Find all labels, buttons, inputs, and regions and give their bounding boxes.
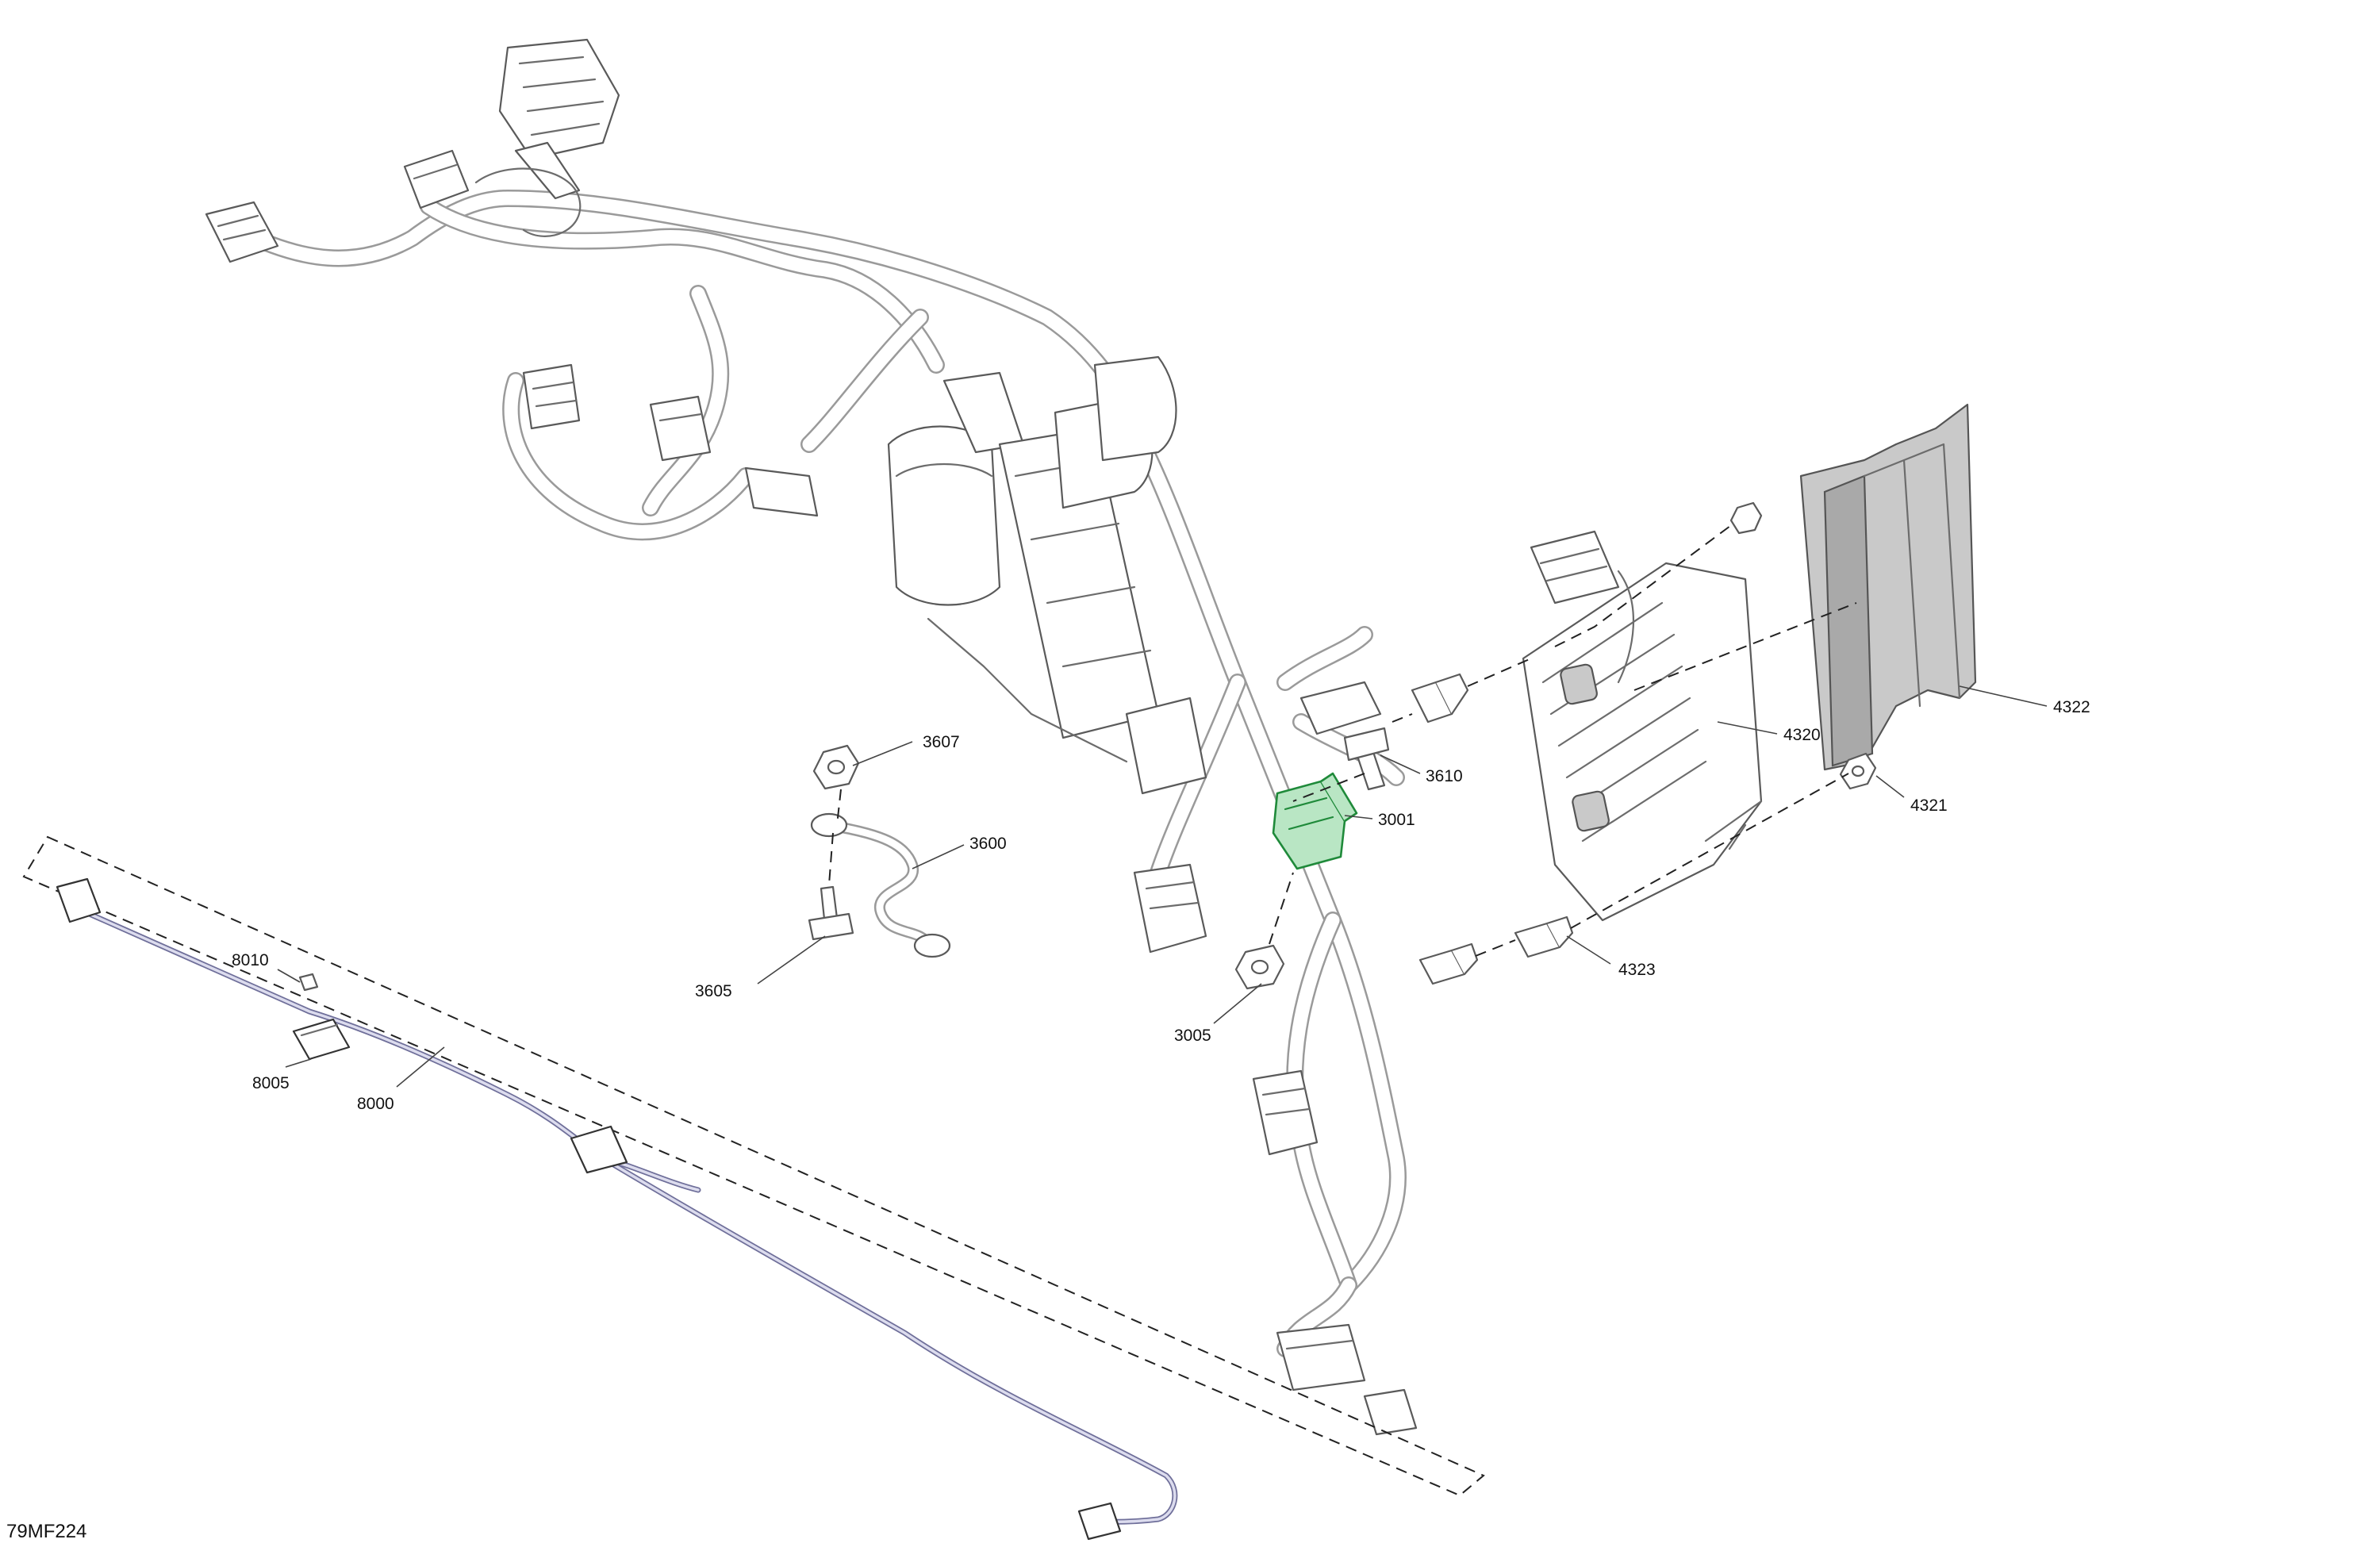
- voltage-regulator-4320: [1522, 562, 1763, 922]
- harness-connector-mid-left: [522, 363, 581, 430]
- diagram-reference-code: 79MF224: [6, 1521, 86, 1542]
- harness-connector-center: [744, 466, 819, 517]
- harness-connector-lower: [1252, 1069, 1319, 1156]
- harness-main-connector: [498, 38, 620, 200]
- harness-connector-mid: [649, 395, 712, 462]
- harness-connector-left: [205, 201, 279, 263]
- bolt-3605: [808, 885, 854, 941]
- connector-3001-highlighted: [1272, 772, 1358, 870]
- rubber-mount-4323-upper: [1411, 673, 1469, 724]
- connector-near-3610: [1299, 681, 1382, 735]
- callout-labels: 3607 3610 3001 3600 3605 3005 4320 4321 …: [232, 698, 2090, 1113]
- nut-3607: [812, 744, 860, 790]
- callout-4322: 4322: [2053, 698, 2090, 716]
- callout-3607: 3607: [923, 733, 960, 751]
- main-wiring-harness: [229, 190, 1407, 1357]
- rubber-mount-4323-lower-right: [1514, 915, 1574, 958]
- callout-3605: 3605: [695, 982, 732, 1000]
- assembly-guide-lines: [828, 523, 1857, 957]
- callout-3001: 3001: [1378, 811, 1415, 829]
- callout-3610: 3610: [1426, 767, 1463, 785]
- callout-4321: 4321: [1910, 796, 1948, 815]
- callout-4323: 4323: [1618, 961, 1656, 979]
- callout-8005: 8005: [252, 1074, 290, 1092]
- push-rivet-8010: [298, 973, 319, 992]
- heat-shield-4322: [1799, 403, 1977, 771]
- callout-3005: 3005: [1174, 1027, 1211, 1045]
- harness-connector-bottom: [1276, 1323, 1418, 1436]
- regulator-connector: [1530, 530, 1635, 684]
- callout-3600: 3600: [969, 835, 1007, 853]
- nut-4321-upper: [1729, 501, 1763, 535]
- nut-4321: [1839, 752, 1877, 790]
- callout-8010: 8010: [232, 951, 269, 969]
- callout-4320: 4320: [1783, 726, 1821, 744]
- harness-connector-upper: [403, 149, 470, 209]
- extension-harness-8000: [22, 835, 1485, 1541]
- ground-cable-3600: [810, 812, 951, 958]
- nut-3005: [1234, 944, 1285, 990]
- callout-8000: 8000: [357, 1095, 394, 1113]
- bolt-3610: [1343, 727, 1390, 791]
- rubber-mount-4323-lower-left: [1418, 942, 1479, 985]
- clip-8005: [292, 1018, 351, 1061]
- callout-leader-lines: [277, 685, 2048, 1088]
- harness-loop-upper: [474, 167, 582, 237]
- center-bracket-assembly: [887, 355, 1207, 954]
